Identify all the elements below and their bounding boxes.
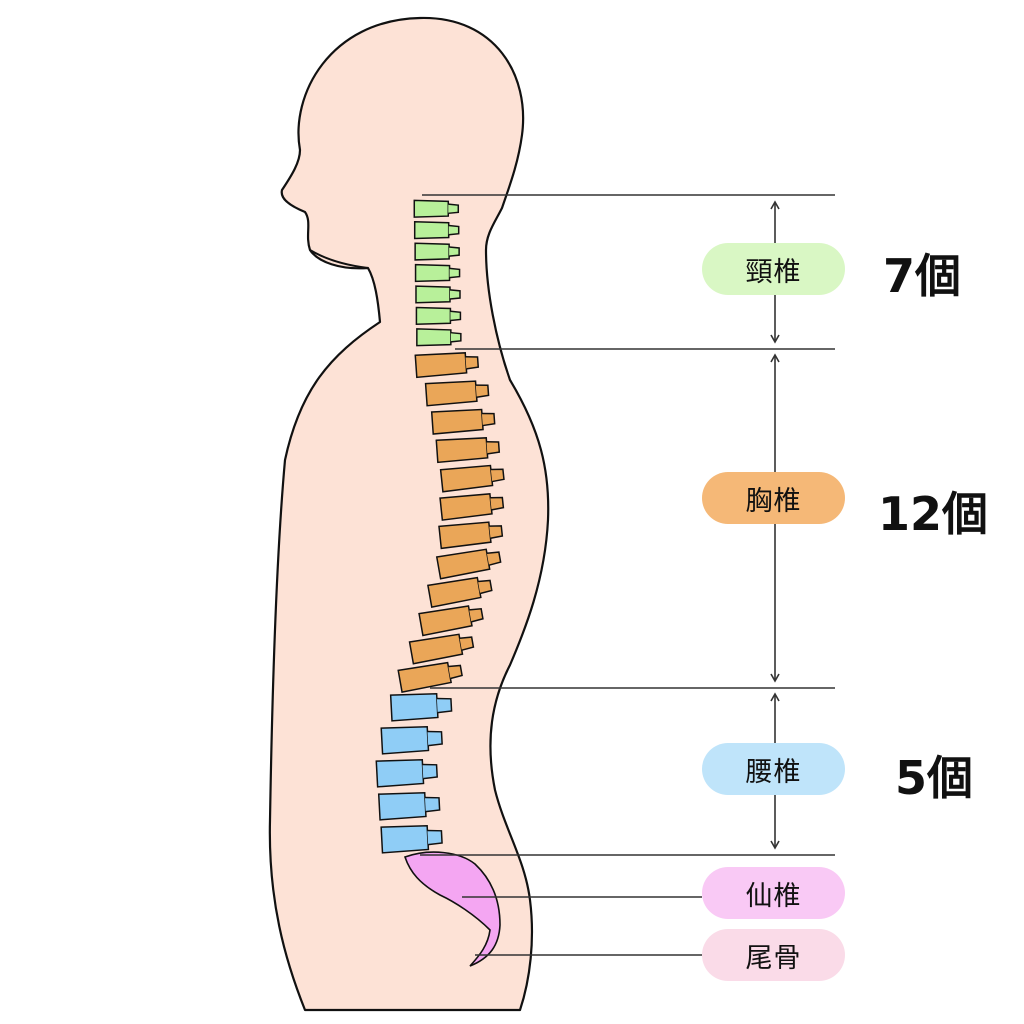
jaw-line (309, 249, 369, 269)
thoracic-spinous-process (486, 441, 501, 455)
lumbar-vertebra-body (375, 758, 425, 788)
lumbar-vertebra (377, 791, 441, 821)
thoracic-vertebra-body (408, 633, 464, 665)
thoracic-vertebra (414, 352, 480, 379)
arrow-cervical-head-bottom (770, 334, 780, 344)
cervical-vertebra-body (413, 199, 450, 218)
thoracic-spinous-process (481, 412, 496, 427)
thoracic-vertebra-body (435, 548, 491, 580)
thoracic-vertebra (424, 380, 490, 407)
thoracic-vertebra (397, 661, 463, 693)
thoracic-spinous-process (448, 664, 463, 680)
cervical-vertebra-body (414, 263, 451, 283)
thoracic-vertebra-body (439, 493, 493, 521)
cervical-vertebra (416, 328, 462, 347)
thoracic-spinous-process (459, 636, 475, 651)
thoracic-vertebra (438, 521, 504, 550)
vertebrae-group (375, 199, 505, 854)
guide-lines (420, 194, 835, 956)
lumbar-vertebra-body (389, 692, 439, 722)
cervical-spinous-process (448, 203, 460, 215)
thoracic-spinous-process (490, 496, 505, 511)
thoracic-vertebra-body (397, 661, 452, 693)
label-sacrum: 仙椎 (702, 867, 845, 919)
count-thoracic: 12個 (878, 487, 989, 541)
label-lumbar: 腰椎 (702, 743, 845, 795)
lumbar-spinous-process (422, 763, 438, 780)
label-thoracic: 胸椎 (702, 472, 845, 524)
thoracic-vertebra-body (439, 464, 494, 493)
cervical-spinous-process (450, 331, 462, 343)
thoracic-spinous-process (465, 356, 480, 370)
cervical-vertebra-body (413, 221, 450, 240)
cervical-vertebra-body (415, 306, 452, 325)
lumbar-spinous-process (424, 796, 441, 813)
lumbar-spinous-process (427, 829, 443, 846)
thoracic-vertebra-body (424, 380, 478, 407)
arrow-thoracic-head-top (770, 353, 780, 363)
thoracic-vertebra-body (430, 408, 484, 435)
arrow-lumbar-head-top (770, 692, 780, 702)
thoracic-vertebra-body (435, 437, 489, 464)
cervical-vertebra-body (415, 285, 451, 304)
thoracic-vertebra (435, 437, 501, 464)
arrow-thoracic-head-bottom (770, 673, 780, 683)
thoracic-vertebra-body (418, 605, 473, 637)
cervical-vertebra-body (414, 242, 450, 261)
count-lumbar: 5個 (895, 751, 974, 805)
thoracic-vertebra (418, 605, 484, 637)
cervical-vertebra (415, 306, 462, 325)
thoracic-vertebra (439, 464, 505, 493)
cervical-vertebra (413, 221, 460, 240)
lumbar-spinous-process (427, 730, 443, 747)
cervical-vertebra (414, 242, 460, 261)
cervical-vertebra (413, 199, 460, 218)
thoracic-vertebra (427, 576, 493, 608)
cervical-spinous-process (449, 289, 461, 300)
label-coccyx: 尾骨 (702, 929, 845, 981)
cervical-spinous-process (449, 267, 461, 279)
arrow-lumbar-head-bottom (770, 840, 780, 850)
cervical-vertebra (414, 263, 461, 283)
thoracic-spinous-process (469, 607, 484, 623)
count-cervical: 7個 (883, 249, 962, 303)
thoracic-spinous-process (475, 384, 490, 398)
lumbar-vertebra (375, 758, 438, 788)
cervical-vertebra-body (416, 328, 452, 347)
thoracic-spinous-process (490, 468, 505, 483)
thoracic-vertebra (408, 633, 475, 665)
thoracic-vertebra-body (414, 352, 468, 379)
thoracic-spinous-process (486, 551, 502, 566)
cervical-spinous-process (449, 246, 460, 257)
lumbar-vertebra (380, 824, 443, 854)
thoracic-vertebra (430, 408, 496, 435)
thoracic-spinous-process (477, 579, 493, 595)
lumbar-vertebra-body (377, 791, 427, 821)
lumbar-vertebra (389, 692, 453, 722)
lumbar-vertebra-body (380, 824, 430, 854)
sacrum-bone (403, 851, 501, 967)
lumbar-spinous-process (436, 697, 453, 714)
thoracic-vertebra-body (438, 521, 492, 550)
cervical-vertebra (415, 285, 461, 304)
lumbar-vertebra-body (380, 725, 430, 755)
label-cervical: 頸椎 (702, 243, 845, 295)
cervical-spinous-process (450, 310, 462, 322)
thoracic-vertebra-body (427, 576, 482, 608)
cervical-spinous-process (448, 224, 460, 236)
arrow-cervical-head-top (770, 200, 780, 210)
thoracic-vertebra (439, 493, 505, 521)
thoracic-spinous-process (489, 525, 504, 539)
thoracic-vertebra (435, 548, 502, 580)
lumbar-vertebra (380, 725, 443, 755)
